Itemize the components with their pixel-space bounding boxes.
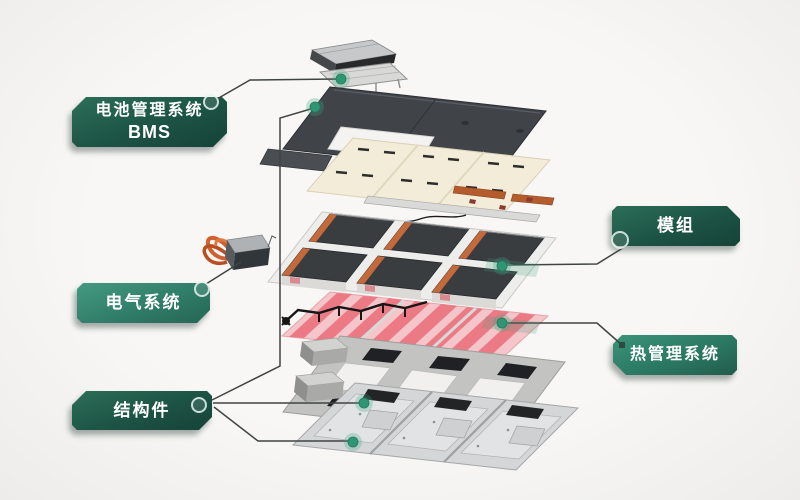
label-structural-text: 结构件 xyxy=(113,400,171,420)
module-layer xyxy=(267,211,557,309)
junction-box xyxy=(202,234,277,270)
label-module: 模组 xyxy=(612,206,740,246)
label-electrical-text: 电气系统 xyxy=(105,293,182,313)
label-structural-parts: 结构件 xyxy=(72,391,212,430)
label-thermal-text: 热管理系统 xyxy=(629,346,720,363)
label-electrical-system: 电气系统 xyxy=(77,283,210,323)
label-bms: 电池管理系统 BMS xyxy=(72,97,227,147)
label-bms-text-en: BMS xyxy=(128,121,171,142)
label-bms-text-cn: 电池管理系统 xyxy=(95,101,204,119)
label-thermal-system: 热管理系统 xyxy=(613,335,737,375)
label-module-text: 模组 xyxy=(657,216,695,236)
